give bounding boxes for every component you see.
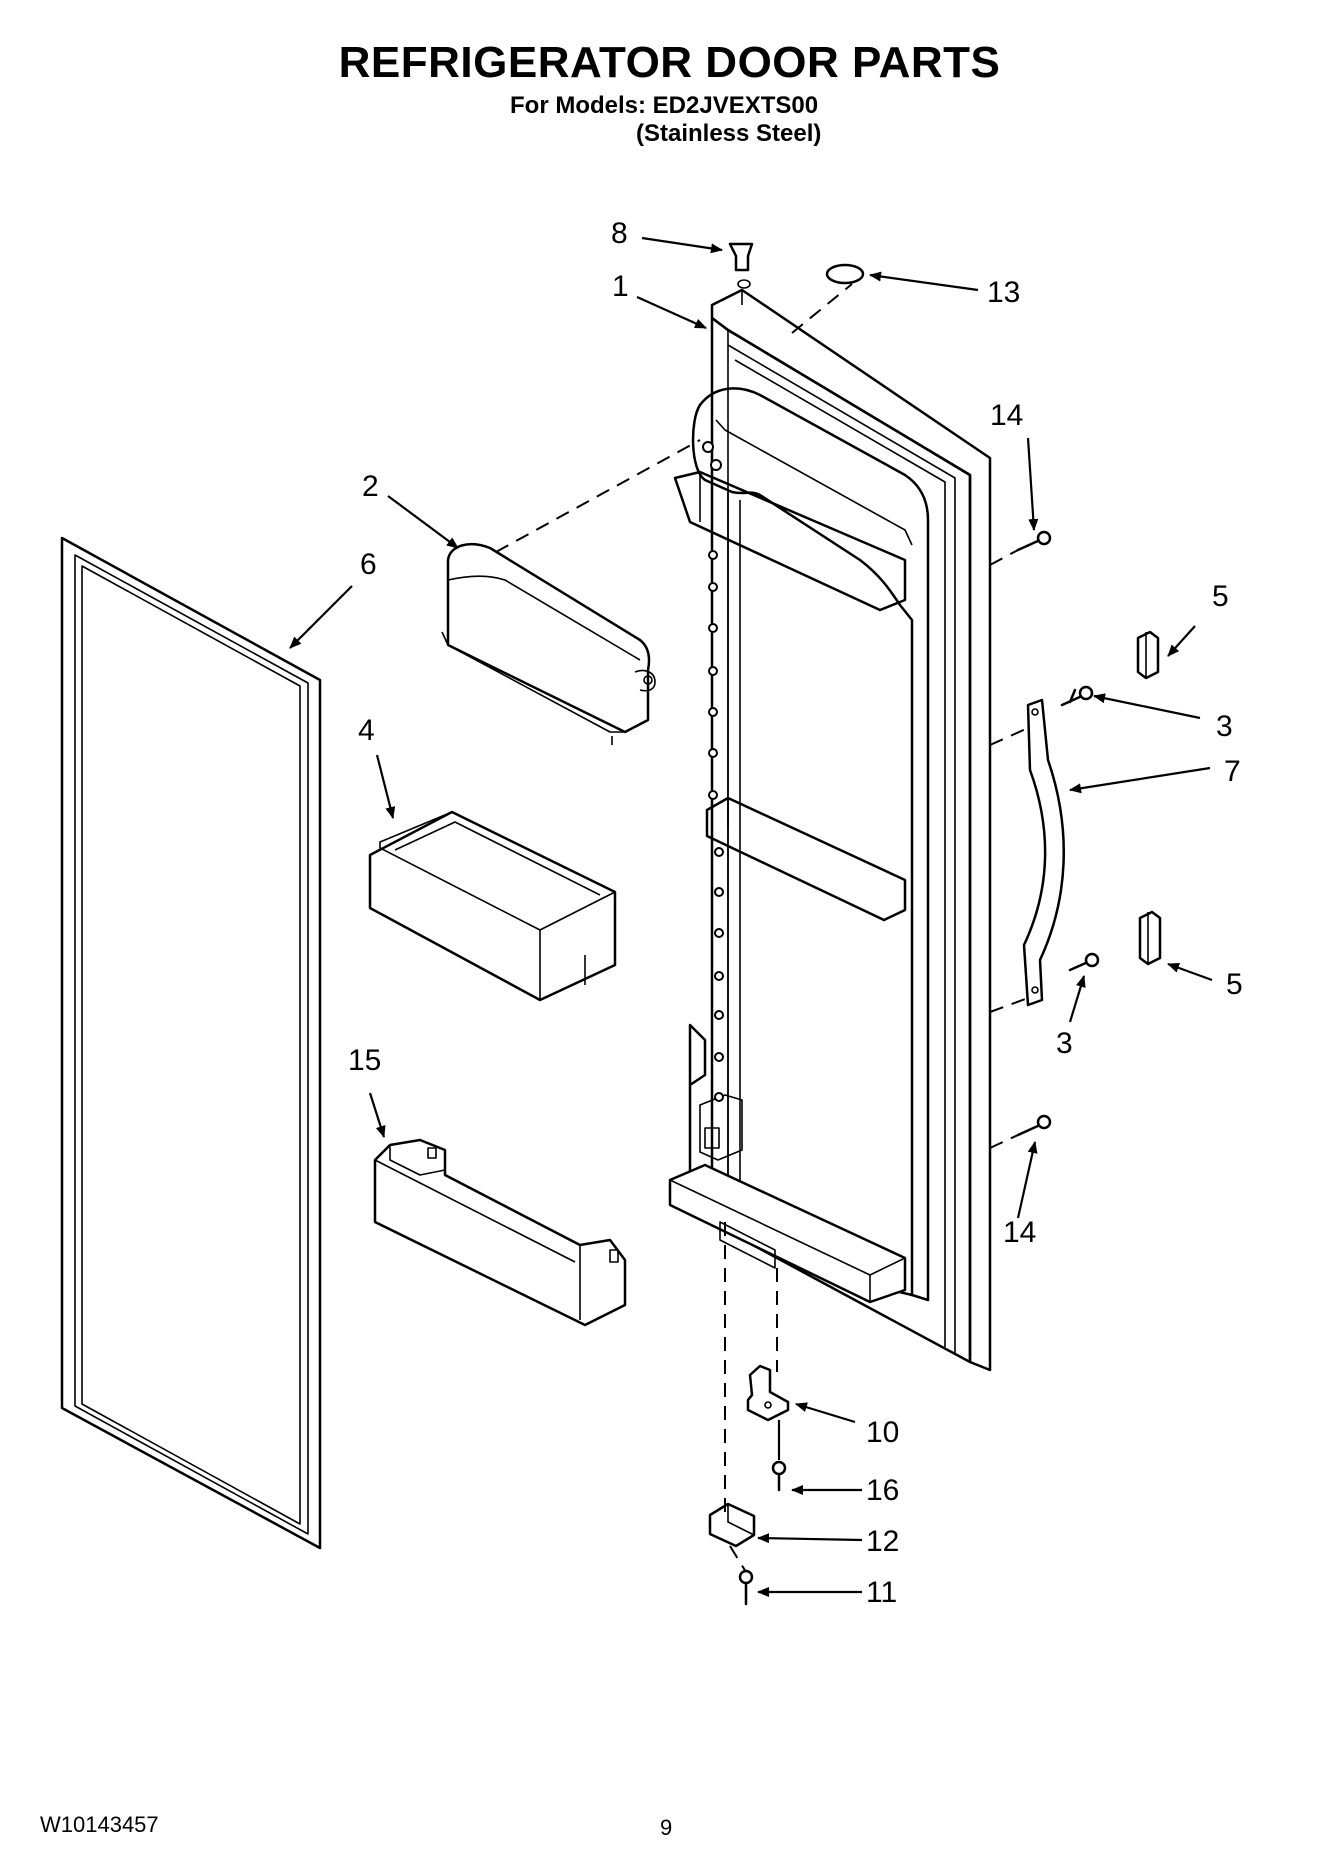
part-13-washer (825, 263, 865, 285)
callout-10: 10 (866, 1416, 899, 1449)
callout-13: 13 (987, 276, 1020, 309)
callout-16: 16 (866, 1474, 899, 1507)
callout-5-lower: 5 (1226, 968, 1243, 1001)
callout-7: 7 (1224, 755, 1241, 788)
callout-14-lower: 14 (1003, 1216, 1036, 1249)
part-12-hinge-block (708, 1502, 756, 1548)
part-8-hinge-plug (728, 242, 754, 272)
part-5-end-cap-upper (1136, 630, 1160, 680)
part-2-door-shelf (441, 543, 656, 745)
assembly-dashed-lines (495, 283, 1029, 1573)
part-7-door-handle (1022, 698, 1065, 1007)
part-4-door-bin (368, 810, 617, 1002)
part-10-hinge (746, 1364, 790, 1422)
callout-2: 2 (362, 470, 379, 503)
page-number: 9 (660, 1815, 673, 1840)
part-5-end-cap-lower (1138, 910, 1162, 966)
callout-3-upper: 3 (1216, 710, 1233, 743)
part-11-screw (738, 1569, 754, 1606)
part-3-screw-lower (1068, 952, 1100, 972)
part-16-screw (771, 1460, 787, 1492)
part-6-door-gasket (60, 536, 322, 1550)
callout-1: 1 (612, 270, 629, 303)
models-line: For Models: ED2JVEXTS00 (510, 92, 819, 119)
callout-11: 11 (866, 1576, 897, 1609)
callout-5-upper: 5 (1212, 580, 1229, 613)
callout-6: 6 (360, 548, 377, 581)
callout-leader-lines (289, 236, 1213, 1597)
callout-labels: 8 1 13 14 2 6 5 3 7 4 5 3 15 14 10 16 12… (348, 217, 1243, 1609)
part-14-screw-lower (1016, 1114, 1052, 1137)
callout-15: 15 (348, 1044, 381, 1077)
page-title: REFRIGERATOR DOOR PARTS (338, 38, 1001, 87)
part-15-door-bin-lower (373, 1138, 627, 1327)
callout-12: 12 (866, 1525, 899, 1558)
callout-8: 8 (611, 217, 628, 250)
callout-3-lower: 3 (1056, 1027, 1073, 1060)
part-3-screw-upper (1060, 685, 1094, 707)
callout-4: 4 (358, 714, 375, 747)
part-1-door-liner (668, 279, 992, 1372)
document-code: W10143457 (40, 1812, 159, 1837)
part-14-screw-upper (1016, 530, 1052, 552)
callout-14-upper: 14 (990, 399, 1023, 432)
variant-line: (Stainless Steel) (636, 120, 822, 147)
